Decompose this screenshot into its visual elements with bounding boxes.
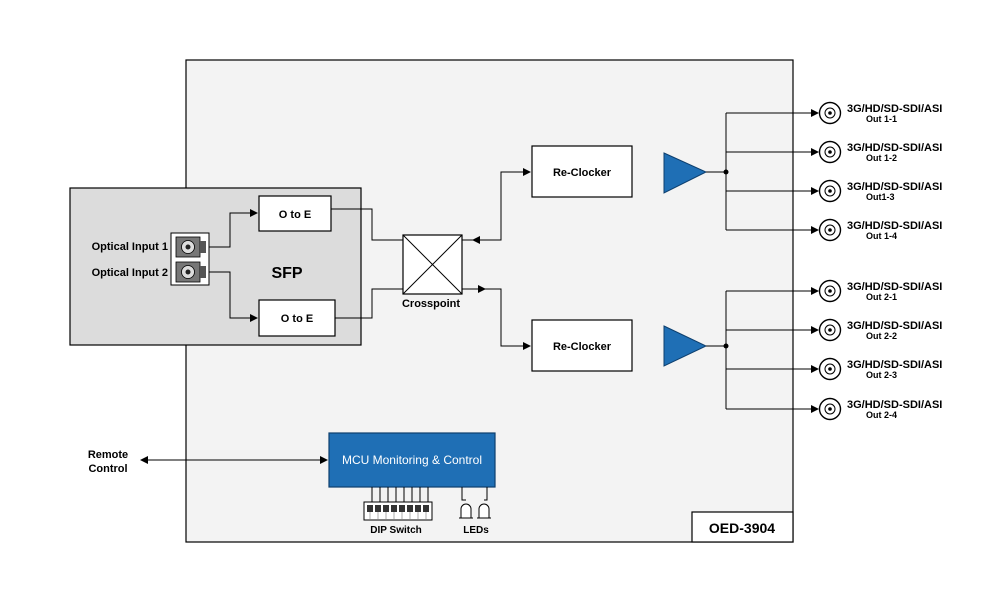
optical-input-1-label: Optical Input 1 xyxy=(92,241,168,253)
oe2-to-crosspoint xyxy=(335,288,403,319)
bnc-connector-icons xyxy=(818,101,842,421)
output-label-line1: 3G/HD/SD-SDI/ASI xyxy=(847,281,942,293)
output-label-line1: 3G/HD/SD-SDI/ASI xyxy=(847,103,942,115)
crosspoint-out-arrow-1 xyxy=(472,236,480,244)
crosspoint-out-arrow-2 xyxy=(478,285,486,293)
output-branches xyxy=(726,109,819,413)
amplifier-icon-1 xyxy=(663,152,708,194)
output-label-line1: 3G/HD/SD-SDI/ASI xyxy=(847,220,942,232)
reclocker-box-2 xyxy=(531,319,633,372)
remote-label-line2: Control xyxy=(88,463,127,475)
bnc-connector-icon xyxy=(818,218,842,242)
oe1-to-crosspoint xyxy=(331,208,403,241)
dip-switch-icon xyxy=(363,487,433,521)
output-label-line1: 3G/HD/SD-SDI/ASI xyxy=(847,359,942,371)
leds-label: LEDs xyxy=(463,525,489,536)
remote-label-line1: Remote xyxy=(88,449,128,461)
output-labels: 3G/HD/SD-SDI/ASI Out 1-1 3G/HD/SD-SDI/AS… xyxy=(847,103,942,420)
connector-to-oe-2 xyxy=(209,271,258,322)
optical-connector-icon xyxy=(170,232,210,286)
crosspoint-label: Crosspoint xyxy=(402,298,460,310)
bnc-connector-icon xyxy=(818,397,842,421)
connector-to-oe-1 xyxy=(209,209,258,248)
output-label-line2: Out 1-2 xyxy=(866,153,897,163)
crosspoint-box xyxy=(402,234,463,295)
o-to-e-label-2: O to E xyxy=(281,313,313,325)
reclocker-label-2: Re-Clocker xyxy=(553,341,612,353)
optical-input-2-label: Optical Input 2 xyxy=(92,267,168,279)
output-label-line2: Out 1-1 xyxy=(866,114,897,124)
mcu-block xyxy=(328,432,496,488)
output-label-line2: Out 1-4 xyxy=(866,231,897,241)
o-to-e-box-1 xyxy=(258,195,332,232)
mcu-label: MCU Monitoring & Control xyxy=(342,453,482,467)
bnc-connector-icon xyxy=(818,179,842,203)
reclocker-label-1: Re-Clocker xyxy=(553,167,612,179)
sfp-label: SFP xyxy=(271,265,302,282)
output-label-line2: Out 2-1 xyxy=(866,292,897,302)
output-label-line2: Out1-3 xyxy=(866,192,895,202)
bnc-connector-icon xyxy=(818,318,842,342)
model-label: OED-3904 xyxy=(709,520,775,536)
output-label-line1: 3G/HD/SD-SDI/ASI xyxy=(847,181,942,193)
bnc-connector-icon xyxy=(818,357,842,381)
model-box xyxy=(691,511,794,543)
output-label-line1: 3G/HD/SD-SDI/ASI xyxy=(847,142,942,154)
bnc-connector-icon xyxy=(818,101,842,125)
output-label-line2: Out 2-4 xyxy=(866,410,897,420)
o-to-e-box-2 xyxy=(258,299,336,337)
output-label-line1: 3G/HD/SD-SDI/ASI xyxy=(847,399,942,411)
output-label-line2: Out 2-3 xyxy=(866,370,897,380)
bnc-connector-icon xyxy=(818,140,842,164)
output-label-line1: 3G/HD/SD-SDI/ASI xyxy=(847,320,942,332)
reclocker-box-1 xyxy=(531,145,633,198)
o-to-e-label-1: O to E xyxy=(279,209,311,221)
crosspoint-to-reclocker-1 xyxy=(462,168,531,241)
led-icon xyxy=(459,487,491,519)
output-label-line2: Out 2-2 xyxy=(866,331,897,341)
amplifier-icon-2 xyxy=(663,325,708,367)
bnc-connector-icon xyxy=(818,279,842,303)
dip-switch-label: DIP Switch xyxy=(370,525,422,536)
